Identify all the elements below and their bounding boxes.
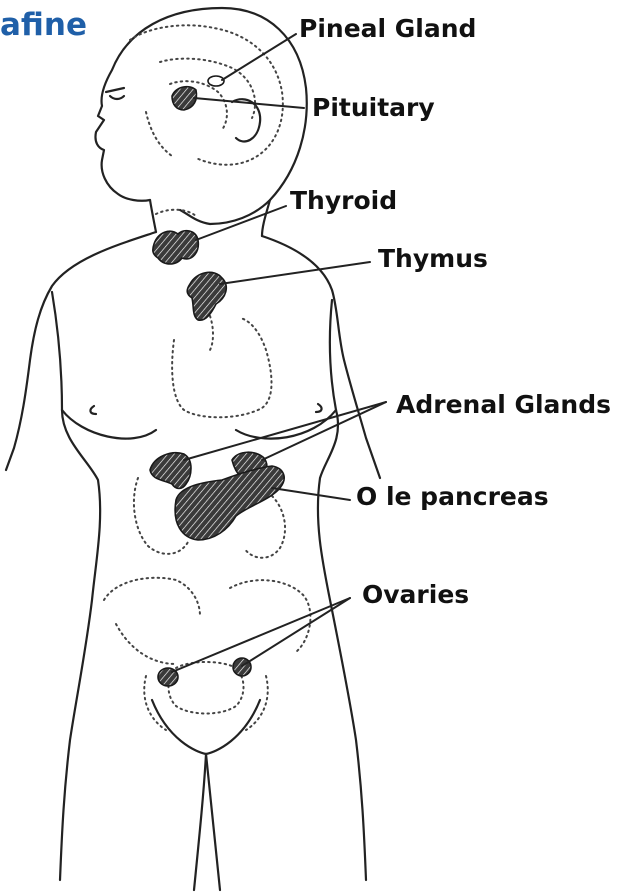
organ-outlines bbox=[104, 25, 310, 730]
label-adrenal-glands: Adrenal Glands bbox=[396, 390, 611, 420]
label-pancreas: O le pancreas bbox=[356, 482, 549, 512]
corner-title: afine bbox=[0, 6, 87, 44]
label-thyroid: Thyroid bbox=[290, 186, 397, 216]
label-pineal-gland: Pineal Gland bbox=[299, 14, 476, 44]
glands bbox=[150, 76, 284, 686]
label-thymus: Thymus bbox=[378, 244, 488, 274]
leader-lines bbox=[172, 34, 386, 672]
label-pituitary: Pituitary bbox=[312, 93, 435, 123]
label-ovaries: Ovaries bbox=[362, 580, 469, 610]
body-outline bbox=[6, 8, 380, 890]
